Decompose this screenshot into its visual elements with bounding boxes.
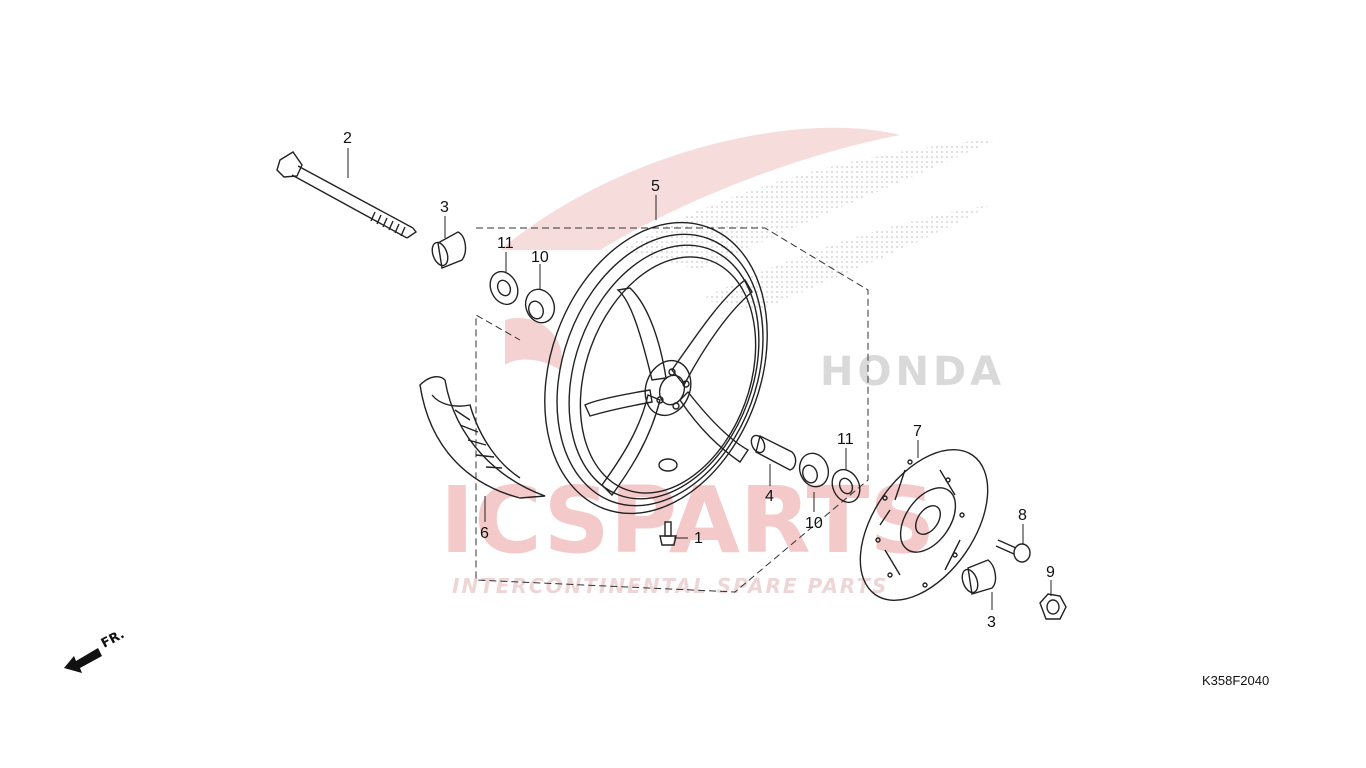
dust-seal-right: [798, 452, 830, 488]
front-wheel: [544, 221, 768, 515]
callout-2: 2: [343, 130, 352, 147]
axle-collar-left: [431, 231, 467, 269]
callout-6: 6: [480, 525, 489, 542]
tire-valve: [659, 521, 677, 546]
callout-11-left: 11: [497, 235, 514, 252]
dust-seal-left: [524, 288, 556, 324]
callout-7: 7: [913, 423, 922, 440]
wing-logo-watermark: [500, 127, 1000, 370]
watermark: HONDA ICSPARTS INTERCONTINENTAL SPARE PA…: [440, 127, 1005, 598]
watermark-brand: HONDA: [820, 349, 1005, 395]
axle-collar-right: [961, 559, 997, 595]
front-fender: [419, 376, 546, 499]
callout-9: 9: [1046, 564, 1055, 581]
bearing-left: [489, 270, 519, 306]
callout-4: 4: [765, 488, 774, 505]
watermark-tagline: INTERCONTINENTAL SPARE PARTS: [452, 574, 888, 598]
callout-8: 8: [1018, 507, 1027, 524]
callout-5: 5: [651, 178, 660, 195]
callout-3-left: 3: [440, 199, 449, 216]
leader-lines: [347, 148, 1052, 610]
callout-10-left: 10: [531, 249, 549, 266]
diagram-code: K358F2040: [1202, 673, 1269, 688]
callouts: 2 3 11 10 5 6 1 4 10 11 7 8 9 3: [343, 130, 1055, 631]
axle-bolt: [276, 151, 418, 239]
distance-collar: [750, 434, 797, 471]
axle-nut: [1039, 593, 1067, 620]
callout-11-right: 11: [837, 431, 854, 448]
direction-label: FR.: [99, 627, 127, 652]
callout-1: 1: [694, 530, 703, 547]
callout-10-right: 10: [805, 515, 823, 532]
brake-disc: [859, 448, 989, 602]
bearing-right: [831, 468, 861, 504]
assembly-outline: [475, 227, 869, 593]
front-direction-arrow: FR.: [64, 627, 127, 673]
disc-bolt: [995, 539, 1031, 563]
callout-3-right: 3: [987, 614, 996, 631]
watermark-logo: ICSPARTS: [440, 467, 936, 574]
